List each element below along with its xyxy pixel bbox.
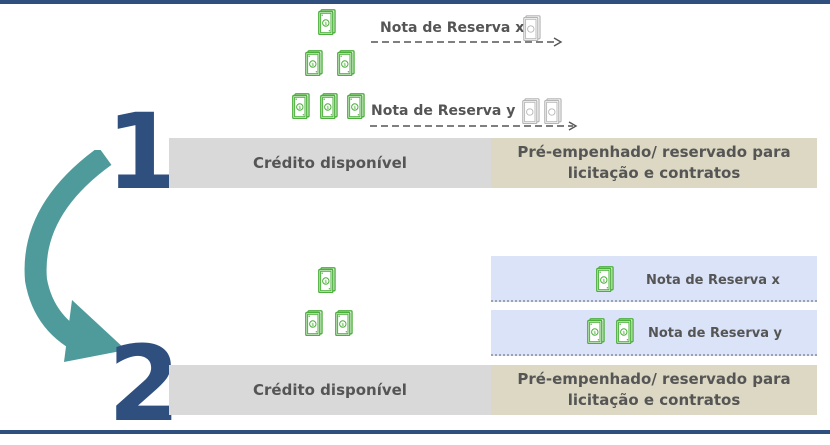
nota-reserva-x-label: Nota de Reserva x xyxy=(380,20,525,36)
money-bill-icon xyxy=(305,310,323,336)
bottom-border xyxy=(0,430,830,434)
money-bill-icon xyxy=(305,50,323,76)
dashed-arrow-icon xyxy=(370,121,578,131)
ghost-bill-icon xyxy=(522,98,540,124)
step-number-2: 2 xyxy=(108,323,181,445)
nota-reserva-y-box-label: Nota de Reserva y xyxy=(648,326,783,341)
money-bill-icon xyxy=(318,267,336,293)
money-bill-icon xyxy=(596,266,614,292)
credito-disponivel-bar-2: Crédito disponível xyxy=(169,365,491,415)
money-bill-icon xyxy=(337,50,355,76)
dashed-arrow-icon xyxy=(371,37,563,47)
nota-reserva-y-box xyxy=(491,310,817,356)
nota-reserva-x-box xyxy=(491,256,817,302)
money-bill-icon xyxy=(587,318,605,344)
credito-disponivel-label: Crédito disponível xyxy=(253,381,407,399)
top-border xyxy=(0,0,830,4)
step-number-1: 1 xyxy=(106,91,179,213)
credito-disponivel-label: Crédito disponível xyxy=(253,154,407,172)
pre-empenhado-bar-2: Pré-empenhado/ reservado para licitação … xyxy=(491,365,817,415)
pre-empenhado-label-line2: licitação e contratos xyxy=(567,391,741,409)
nota-reserva-x-box-label: Nota de Reserva x xyxy=(646,273,780,288)
pre-empenhado-label-line1: Pré-empenhado/ reservado para xyxy=(517,370,791,388)
credito-disponivel-bar-1: Crédito disponível xyxy=(169,138,491,188)
money-bill-icon xyxy=(292,93,310,119)
money-bill-icon xyxy=(616,318,634,344)
nota-reserva-y-label: Nota de Reserva y xyxy=(371,103,516,119)
money-bill-icon xyxy=(320,93,338,119)
pre-empenhado-label-line1: Pré-empenhado/ reservado para xyxy=(517,143,791,161)
curved-arrow-icon xyxy=(24,150,126,362)
money-bill-icon xyxy=(335,310,353,336)
pre-empenhado-label-line2: licitação e contratos xyxy=(567,164,741,182)
money-bill-icon xyxy=(318,9,336,35)
money-bill-icon xyxy=(347,93,365,119)
pre-empenhado-bar-1: Pré-empenhado/ reservado para licitação … xyxy=(491,138,817,188)
ghost-bill-icon xyxy=(523,15,541,41)
ghost-bill-icon xyxy=(544,98,562,124)
